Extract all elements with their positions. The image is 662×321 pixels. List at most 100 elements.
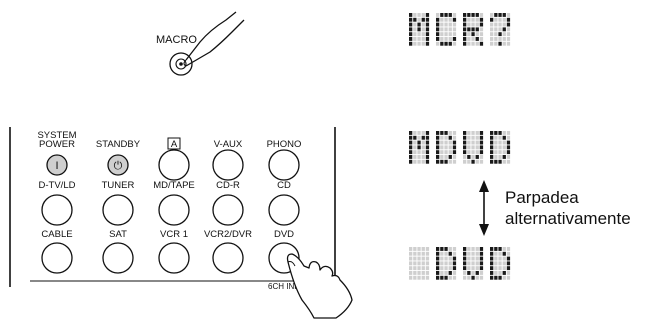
display-dot bbox=[475, 266, 479, 271]
display-dot bbox=[421, 159, 425, 164]
display-dot bbox=[498, 17, 502, 22]
display-char bbox=[490, 13, 511, 46]
key-label: CABLE bbox=[41, 229, 72, 240]
display-dot bbox=[440, 150, 444, 155]
display-dot bbox=[421, 37, 425, 41]
display-dot bbox=[417, 266, 421, 271]
display-dot bbox=[440, 251, 444, 256]
display-dot bbox=[475, 140, 479, 145]
display-dot bbox=[502, 275, 506, 280]
display-dot bbox=[475, 247, 479, 251]
md-tape-button[interactable] bbox=[158, 194, 190, 226]
display-dot bbox=[448, 32, 452, 37]
display-dot bbox=[421, 41, 425, 46]
display-dot bbox=[452, 32, 457, 37]
cable-button[interactable] bbox=[41, 242, 73, 274]
display-dot bbox=[494, 32, 498, 37]
display-dot bbox=[506, 13, 511, 17]
display-dot bbox=[467, 261, 471, 266]
v-aux-button[interactable] bbox=[212, 149, 244, 181]
display-char bbox=[463, 13, 484, 46]
display-dot bbox=[494, 275, 498, 280]
display-dot bbox=[413, 261, 417, 266]
display-dot bbox=[490, 271, 494, 275]
display-dot bbox=[471, 256, 475, 261]
display-dot bbox=[502, 135, 506, 140]
key-sat: SAT bbox=[102, 229, 134, 274]
tuner-button[interactable] bbox=[102, 194, 134, 226]
key-label: MD/TAPE bbox=[153, 180, 195, 191]
display-dot bbox=[467, 131, 471, 135]
display-dot bbox=[425, 131, 430, 135]
display-dot bbox=[409, 22, 413, 27]
display-dot bbox=[506, 27, 511, 32]
sat-button[interactable] bbox=[102, 242, 134, 274]
display-dot bbox=[490, 140, 494, 145]
display-dot bbox=[440, 275, 444, 280]
display-dot bbox=[413, 266, 417, 271]
key-vcr-1: VCR 1 bbox=[158, 229, 190, 274]
display-dot bbox=[490, 17, 494, 22]
display-dot bbox=[494, 37, 498, 41]
display-dot bbox=[440, 256, 444, 261]
d-tv-ld-button[interactable] bbox=[41, 194, 73, 226]
display-dot bbox=[444, 155, 448, 159]
display-dot bbox=[490, 256, 494, 261]
system-power-button[interactable] bbox=[46, 154, 68, 176]
phono-button[interactable] bbox=[268, 149, 300, 181]
display-dot bbox=[479, 17, 484, 22]
display-dot bbox=[479, 140, 484, 145]
display-dot bbox=[479, 22, 484, 27]
display-dot bbox=[413, 37, 417, 41]
display-char bbox=[463, 131, 484, 164]
display-dot bbox=[494, 145, 498, 150]
display-dot bbox=[421, 32, 425, 37]
a-button[interactable] bbox=[158, 149, 190, 181]
display-dot bbox=[448, 155, 452, 159]
display-dot bbox=[448, 261, 452, 266]
display-dot bbox=[490, 247, 494, 251]
display-dot bbox=[498, 131, 502, 135]
display-dot bbox=[490, 150, 494, 155]
display-dot bbox=[502, 271, 506, 275]
display-char bbox=[409, 13, 430, 46]
display-dot bbox=[502, 32, 506, 37]
display-dot bbox=[506, 140, 511, 145]
key-label: CD-R bbox=[216, 180, 240, 191]
display-dot bbox=[409, 271, 413, 275]
display-dot bbox=[471, 145, 475, 150]
display-dot bbox=[479, 145, 484, 150]
display-dot bbox=[440, 37, 444, 41]
cd-button[interactable] bbox=[268, 194, 300, 226]
display-dot bbox=[413, 271, 417, 275]
display-dot bbox=[413, 159, 417, 164]
display-dot bbox=[436, 155, 440, 159]
display-dot bbox=[463, 37, 467, 41]
display-dot bbox=[413, 150, 417, 155]
display-dot bbox=[490, 261, 494, 266]
display-dot bbox=[498, 266, 502, 271]
display-dot bbox=[436, 27, 440, 32]
display-dot bbox=[463, 145, 467, 150]
display-char bbox=[490, 247, 511, 280]
display-dot bbox=[506, 145, 511, 150]
standby-button[interactable] bbox=[107, 154, 129, 176]
display-dot bbox=[502, 155, 506, 159]
display-dot bbox=[467, 275, 471, 280]
display-dot bbox=[463, 261, 467, 266]
vcr2-dvr-button[interactable] bbox=[212, 242, 244, 274]
display-dot bbox=[452, 247, 457, 251]
display-dot bbox=[425, 155, 430, 159]
display-dot bbox=[475, 271, 479, 275]
display-dot bbox=[452, 41, 457, 46]
display-dot bbox=[471, 266, 475, 271]
display-dot bbox=[479, 131, 484, 135]
display-dot bbox=[502, 27, 506, 32]
display-dot bbox=[490, 32, 494, 37]
display-dot bbox=[502, 131, 506, 135]
display-dot bbox=[502, 266, 506, 271]
display-dot bbox=[436, 131, 440, 135]
vcr-1-button[interactable] bbox=[158, 242, 190, 274]
cd-r-button[interactable] bbox=[212, 194, 244, 226]
display-dot bbox=[421, 251, 425, 256]
